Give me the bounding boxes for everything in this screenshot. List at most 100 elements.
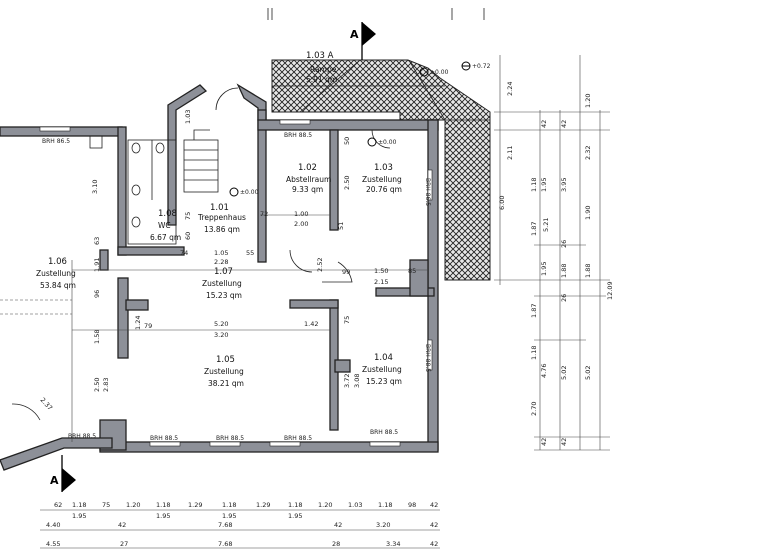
svg-text:42: 42	[540, 438, 548, 446]
svg-text:98: 98	[408, 501, 416, 509]
svg-text:75: 75	[102, 501, 110, 509]
svg-text:9.33 qm: 9.33 qm	[292, 185, 323, 194]
svg-text:BRH 88.5: BRH 88.5	[216, 435, 244, 442]
svg-text:1.07: 1.07	[214, 267, 233, 277]
svg-text:62: 62	[54, 501, 62, 509]
svg-text:50: 50	[343, 137, 351, 145]
svg-text:Zustellung: Zustellung	[204, 367, 244, 376]
room-label-1-05: 1.05 Zustellung 38.21 qm	[204, 355, 244, 388]
svg-text:Zustellung: Zustellung	[202, 279, 242, 288]
svg-text:75: 75	[184, 212, 192, 220]
svg-text:Zustellung: Zustellung	[362, 175, 402, 184]
svg-text:1.05: 1.05	[216, 355, 235, 365]
svg-text:38.21 qm: 38.21 qm	[208, 379, 244, 388]
svg-text:6.00: 6.00	[498, 196, 506, 210]
svg-text:2.83: 2.83	[102, 378, 110, 392]
walls	[0, 83, 439, 471]
level-markers: +0.72 ±0.00 ±0.00 ±0.00	[229, 61, 491, 197]
svg-text:1.18: 1.18	[530, 346, 538, 360]
svg-text:1.88: 1.88	[560, 264, 568, 278]
svg-text:42: 42	[560, 120, 568, 128]
svg-text:3.72: 3.72	[343, 374, 351, 388]
svg-text:1.90: 1.90	[584, 206, 592, 220]
svg-text:1.00: 1.00	[294, 210, 308, 218]
svg-text:1.29: 1.29	[256, 501, 270, 509]
svg-text:79: 79	[144, 322, 152, 330]
svg-text:1.87: 1.87	[530, 222, 538, 236]
svg-text:1.20: 1.20	[584, 94, 592, 108]
svg-text:28: 28	[332, 540, 340, 548]
section-marker-bottom: A	[50, 455, 76, 492]
svg-text:4.76: 4.76	[540, 364, 548, 378]
svg-text:1.91: 1.91	[93, 258, 101, 272]
svg-text:3.08: 3.08	[353, 374, 361, 388]
svg-text:Rampe: Rampe	[310, 65, 337, 74]
svg-text:12.09: 12.09	[606, 281, 614, 300]
svg-text:1.01: 1.01	[210, 203, 229, 213]
svg-text:2.11: 2.11	[506, 146, 514, 160]
level-label: ±0.00	[430, 69, 449, 76]
svg-text:1.95: 1.95	[72, 512, 86, 520]
svg-text:1.02: 1.02	[298, 163, 317, 173]
svg-text:4.55: 4.55	[46, 540, 60, 548]
svg-text:BRH 86.5: BRH 86.5	[424, 178, 431, 206]
svg-text:2.32: 2.32	[584, 146, 592, 160]
svg-text:4.40: 4.40	[46, 521, 60, 529]
svg-text:42: 42	[560, 438, 568, 446]
svg-text:BRH 88.5: BRH 88.5	[68, 433, 96, 440]
level-label: ±0.00	[240, 189, 259, 196]
svg-text:96: 96	[93, 290, 101, 298]
svg-text:42: 42	[430, 521, 438, 529]
svg-text:BRH 88.5: BRH 88.5	[370, 429, 398, 436]
svg-text:75: 75	[343, 316, 351, 324]
svg-text:1.20: 1.20	[126, 501, 140, 509]
svg-text:BRH 88.5: BRH 88.5	[150, 435, 178, 442]
room-label-1-01: 1.01 Treppenhaus 13.86 qm	[197, 203, 246, 234]
svg-text:1.18: 1.18	[156, 501, 170, 509]
svg-text:3.34: 3.34	[386, 540, 400, 548]
room-label-1-06: 1.06 Zustellung 53.84 qm	[36, 257, 76, 290]
svg-text:42: 42	[334, 521, 342, 529]
svg-text:42: 42	[430, 501, 438, 509]
svg-text:1.18: 1.18	[378, 501, 392, 509]
svg-text:BRH 88.5: BRH 88.5	[284, 435, 312, 442]
svg-text:3.20: 3.20	[214, 331, 228, 339]
brh-labels: BRH 86.5 BRH 88.5 BRH 88.5 BRH 88.5 BRH …	[42, 132, 431, 442]
svg-text:53.84 qm: 53.84 qm	[40, 281, 76, 290]
svg-text:5.02: 5.02	[560, 366, 568, 380]
svg-text:Zustellung: Zustellung	[362, 365, 402, 374]
svg-text:1.18: 1.18	[72, 501, 86, 509]
stair	[183, 129, 219, 193]
svg-text:1.05: 1.05	[214, 249, 228, 257]
svg-text:1.50: 1.50	[374, 267, 388, 275]
room-label-1-03a: 1.03 A Rampe 5.91 qm	[306, 51, 337, 84]
svg-text:1.03: 1.03	[184, 110, 192, 124]
wc-fixtures	[89, 135, 177, 245]
svg-text:1.29: 1.29	[188, 501, 202, 509]
svg-text:5.91 qm: 5.91 qm	[306, 75, 337, 84]
svg-text:3.20: 3.20	[376, 521, 390, 529]
svg-text:5.20: 5.20	[214, 320, 228, 328]
svg-text:2.50: 2.50	[93, 378, 101, 392]
svg-text:74: 74	[180, 249, 188, 257]
ramp-hatch	[271, 59, 491, 281]
room-label-1-03: 1.03 Zustellung 20.76 qm	[362, 163, 402, 194]
svg-text:1.95: 1.95	[288, 512, 302, 520]
svg-text:26: 26	[560, 240, 568, 248]
svg-text:BRH 86.5: BRH 86.5	[42, 138, 70, 145]
svg-text:6.67 qm: 6.67 qm	[150, 233, 181, 242]
room-label-1-04: 1.04 Zustellung 15.23 qm	[362, 353, 402, 386]
svg-text:1.42: 1.42	[304, 320, 318, 328]
svg-text:1.04: 1.04	[374, 353, 393, 363]
svg-text:63: 63	[93, 237, 101, 245]
svg-text:3.95: 3.95	[560, 178, 568, 192]
svg-text:1.18: 1.18	[288, 501, 302, 509]
svg-text:7.68: 7.68	[218, 540, 232, 548]
svg-text:WC: WC	[158, 221, 171, 230]
svg-text:15.23 qm: 15.23 qm	[366, 377, 402, 386]
svg-text:1.24: 1.24	[134, 316, 142, 330]
svg-text:1.03: 1.03	[374, 163, 393, 173]
svg-text:1.03: 1.03	[348, 501, 362, 509]
svg-text:1.08: 1.08	[158, 209, 177, 219]
